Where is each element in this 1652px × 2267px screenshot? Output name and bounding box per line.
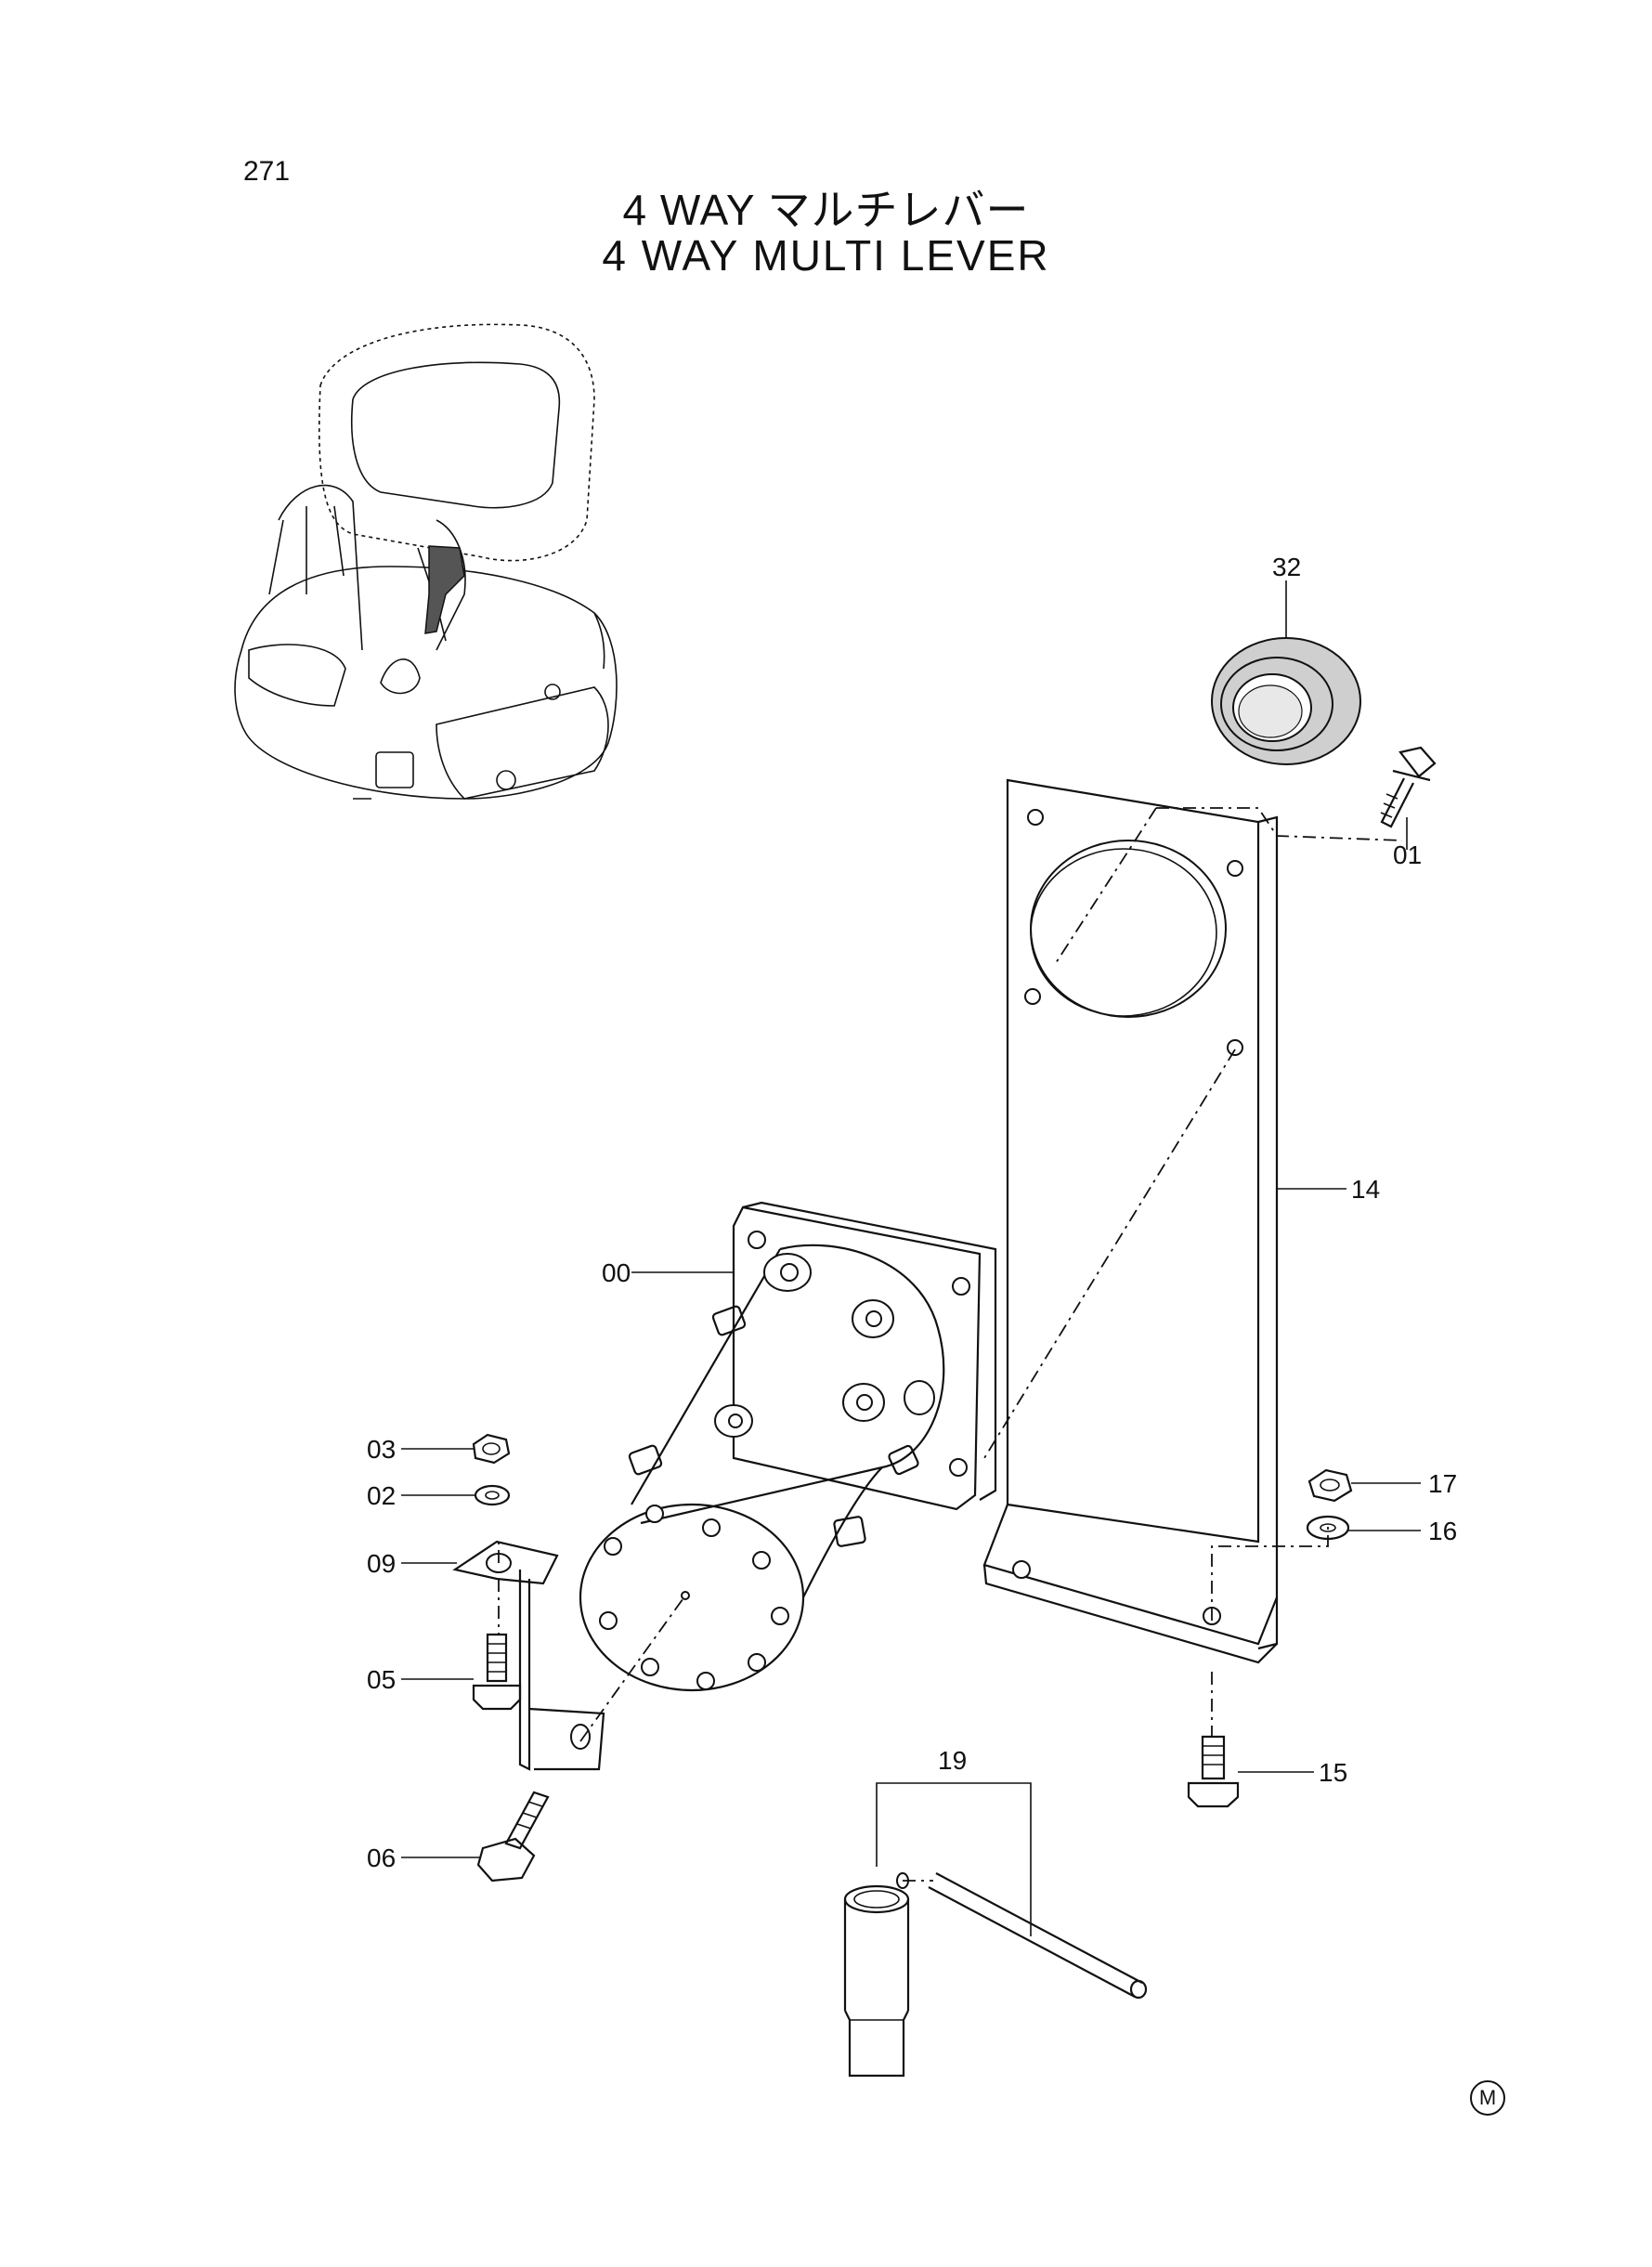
machine-overview-illustration bbox=[234, 323, 618, 800]
bolt-part-05 bbox=[472, 1633, 522, 1711]
assembly-line-16-17 bbox=[1211, 1523, 1329, 1621]
callout-00: 00 bbox=[602, 1258, 631, 1287]
bolt-part-06 bbox=[476, 1791, 550, 1883]
lever-part-19 bbox=[843, 1872, 1148, 2078]
callout-03: 03 bbox=[367, 1435, 396, 1464]
assembly-line-valve bbox=[983, 1049, 1236, 1459]
grommet-part-32 bbox=[1211, 637, 1361, 765]
assembly-line-01 bbox=[1156, 807, 1403, 841]
washer-part-16 bbox=[1306, 1515, 1350, 1541]
callout-32: 32 bbox=[1272, 553, 1301, 581]
valve-part-00 bbox=[579, 1201, 997, 1692]
stay-part-09 bbox=[452, 1540, 605, 1771]
bolt-part-15 bbox=[1187, 1735, 1240, 1808]
nut-part-17 bbox=[1307, 1468, 1353, 1503]
callout-06: 06 bbox=[367, 1844, 396, 1872]
leader-bracket-19 bbox=[876, 1782, 1032, 1936]
callout-01: 01 bbox=[1393, 840, 1422, 869]
callout-16: 16 bbox=[1428, 1517, 1457, 1545]
title-japanese: 4 WAY マルチレバー bbox=[622, 186, 1030, 234]
callout-19: 19 bbox=[938, 1746, 967, 1775]
callout-02: 02 bbox=[367, 1481, 396, 1510]
assembly-line-06 bbox=[579, 1595, 686, 1742]
callout-09: 09 bbox=[367, 1549, 396, 1578]
title-english: 4 WAY MULTI LEVER bbox=[602, 231, 1050, 280]
nut-part-03 bbox=[472, 1433, 511, 1465]
assembly-line-bracket bbox=[1053, 807, 1157, 967]
callout-15: 15 bbox=[1319, 1758, 1347, 1787]
screw-part-01 bbox=[1380, 746, 1437, 828]
washer-part-02 bbox=[474, 1484, 511, 1506]
callout-17: 17 bbox=[1428, 1469, 1457, 1498]
bracket-part-14 bbox=[982, 778, 1279, 1664]
marking-symbol: M bbox=[1470, 2080, 1505, 2116]
callout-14: 14 bbox=[1351, 1175, 1380, 1204]
callout-05: 05 bbox=[367, 1665, 396, 1694]
page-number: 271 bbox=[243, 156, 291, 187]
